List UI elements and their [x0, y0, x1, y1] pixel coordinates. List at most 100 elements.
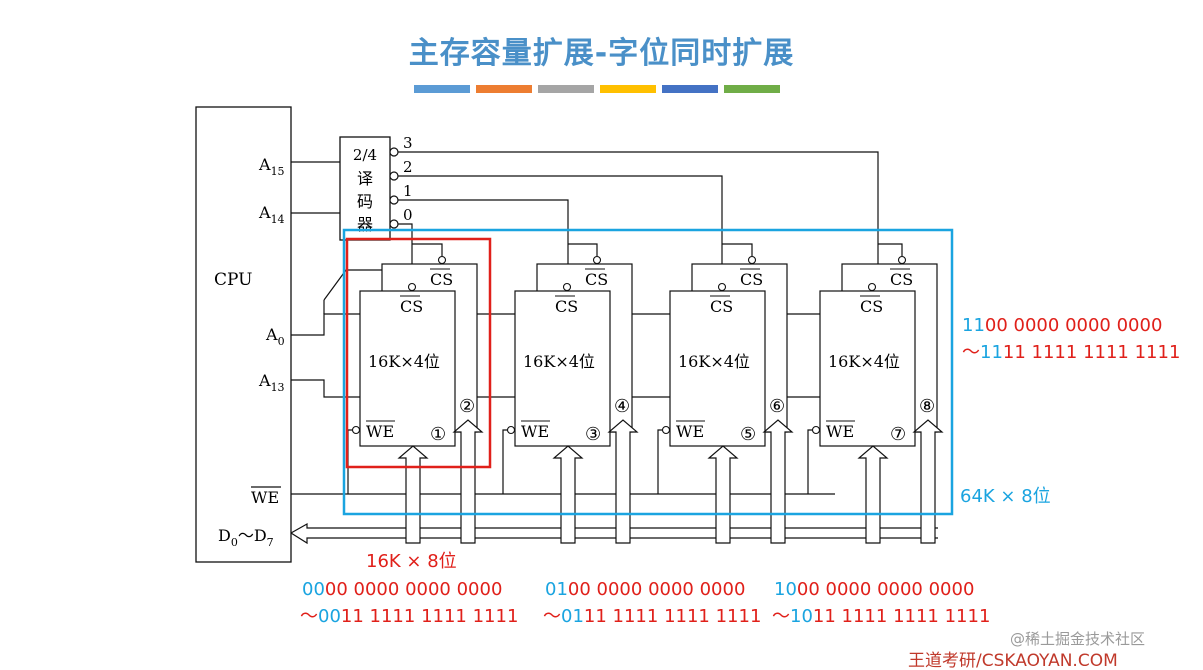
- a13-wire: [291, 379, 360, 398]
- decoder-output-label: 3: [403, 134, 413, 152]
- cs-branch: [722, 243, 753, 256]
- we-drop: [502, 429, 507, 494]
- cs-bubble: [867, 282, 877, 292]
- decoder-output-label: 2: [403, 158, 413, 176]
- cs-bubble: [562, 282, 572, 292]
- decoder-out-2: [398, 175, 723, 287]
- back-cs-label: CS: [585, 270, 608, 289]
- decoder-output-label: 0: [403, 206, 413, 224]
- color-bar-segment: [476, 85, 532, 93]
- color-bar-segment: [538, 85, 594, 93]
- front-chip-number: ③: [585, 424, 601, 445]
- cs-branch: [878, 243, 903, 256]
- we-drop: [807, 429, 812, 494]
- front-cs-label: CS: [710, 297, 733, 316]
- front-data-arrow: [397, 445, 429, 544]
- color-bar-segment: [414, 85, 470, 93]
- cpu-block: CPU A15 A14 A0 A13 WE D0～D7: [195, 106, 292, 563]
- color-bar-segment: [662, 85, 718, 93]
- range-start: 0000 0000 0000 0000: [302, 579, 502, 600]
- front-chip: [514, 290, 611, 447]
- we-bubble: [351, 425, 361, 435]
- wires: [290, 151, 938, 545]
- back-data-arrow: [912, 419, 944, 544]
- pin-a0: A0: [265, 325, 285, 348]
- front-chip: [359, 290, 456, 447]
- range-end: ～0111 1111 1111 1111: [543, 606, 761, 627]
- red-box-label: 16K × 8位: [366, 551, 457, 572]
- back-data-arrow: [762, 419, 794, 544]
- front-cs-label: CS: [555, 297, 578, 316]
- chip-label: 16K×4位: [368, 352, 440, 371]
- blue-box-label: 64K × 8位: [960, 486, 1051, 507]
- front-chip: [819, 290, 916, 447]
- cs-bubble: [747, 255, 757, 265]
- decoder-output-bubble: [389, 147, 399, 157]
- color-bar-segment: [600, 85, 656, 93]
- pin-a13: A13: [258, 371, 285, 394]
- cs-bubble: [592, 255, 602, 265]
- back-chip-number: ⑥: [769, 396, 785, 417]
- front-chip: [669, 290, 766, 447]
- we-label: WE: [826, 422, 854, 441]
- red-group-box: [345, 237, 492, 469]
- back-cs-label: CS: [890, 270, 913, 289]
- blue-range-start: 1100 0000 0000 0000: [962, 315, 1162, 336]
- address-ranges: 0000 0000 0000 0000 ～0011 1111 1111 1111 0…: [300, 579, 990, 627]
- cs-bubble: [407, 282, 417, 292]
- back-chip-number: ④: [614, 396, 630, 417]
- pin-data: D0～D7: [218, 526, 274, 549]
- back-cs-label: CS: [430, 270, 453, 289]
- front-chip-number: ⑦: [890, 424, 906, 445]
- decoder-line: 译: [357, 169, 373, 188]
- front-chip-number: ①: [430, 424, 446, 445]
- back-chip-number: ②: [459, 396, 475, 417]
- pin-a15: A15: [258, 155, 285, 178]
- chip-label: 16K×4位: [678, 352, 750, 371]
- brand-watermark: 王道考研/CSKAOYAN.COM: [908, 651, 1118, 670]
- we-label: WE: [521, 422, 549, 441]
- juejin-watermark: @稀土掘金技术社区: [1010, 630, 1145, 648]
- chip-label: 16K×4位: [828, 352, 900, 371]
- we-drop: [347, 429, 352, 494]
- front-cs-label: CS: [860, 297, 883, 316]
- a0-wire: [291, 313, 360, 336]
- decoder-line: 码: [357, 192, 373, 211]
- cpu-label: CPU: [214, 270, 252, 290]
- range-end: ～1011 1111 1111 1111: [772, 606, 990, 627]
- cs-bubble: [897, 255, 907, 265]
- cpu-box: [195, 106, 292, 563]
- memory-chips: CS ② CS 16K×4位 WE ① CS ④ CS 16K×4位 WE ③ CS ⑥ CS 16K×4位 W…: [351, 255, 944, 544]
- blue-group-box: [342, 228, 954, 516]
- back-data-arrow: [607, 419, 639, 544]
- cs-branch: [412, 243, 443, 256]
- data-bus-top: [290, 522, 938, 534]
- cs-bubble: [717, 282, 727, 292]
- decoder-out-1: [398, 199, 569, 287]
- we-label: WE: [676, 422, 704, 441]
- blue-range-end: ～1111 1111 1111 1111: [962, 342, 1180, 363]
- we-bubble: [811, 425, 821, 435]
- front-data-arrow: [857, 445, 889, 544]
- we-bubble: [506, 425, 516, 435]
- back-cs-label: CS: [740, 270, 763, 289]
- range-start: 0100 0000 0000 0000: [545, 579, 745, 600]
- decoder-output-bubble: [389, 171, 399, 181]
- we-drop: [657, 429, 662, 494]
- we-bubble: [661, 425, 671, 435]
- front-cs-label: CS: [400, 297, 423, 316]
- front-data-arrow: [552, 445, 584, 544]
- pin-a14: A14: [258, 203, 285, 226]
- decoder-out-3: [398, 151, 879, 287]
- front-data-arrow: [707, 445, 739, 544]
- range-end: ～0011 1111 1111 1111: [300, 606, 518, 627]
- color-bar-segment: [724, 85, 780, 93]
- decoder-line: 2/4: [353, 146, 377, 164]
